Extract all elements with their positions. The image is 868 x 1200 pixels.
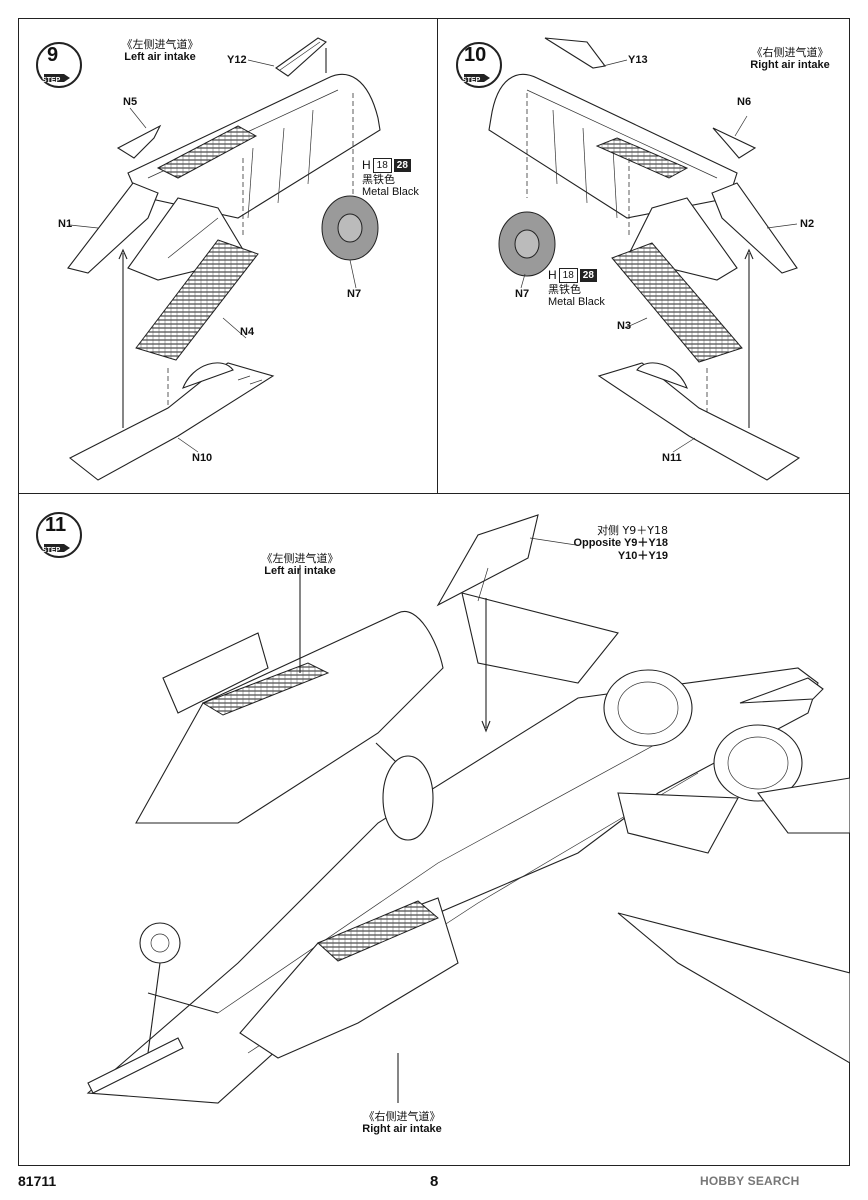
part-y12 (275, 37, 327, 77)
step-10-badge (456, 42, 502, 88)
step-9-paint-callout: H 18 28 黑铁色 Metal Black (362, 158, 419, 199)
aircraft-fuselage (86, 592, 850, 1104)
intake-body-right (488, 73, 738, 219)
part-y13 (544, 37, 606, 69)
step-11-drawing (86, 514, 850, 1104)
part-n11 (597, 362, 801, 481)
footer-product-code: 81711 (18, 1173, 57, 1189)
part-n6 (712, 127, 757, 159)
label-n3: N3 (617, 320, 632, 332)
step-11-word: STEP (42, 547, 61, 554)
label-n7: N7 (347, 288, 362, 300)
step-10-title-en: Right air intake (750, 59, 830, 71)
paint-name-en-right: Metal Black (548, 296, 605, 308)
step-10-drawing (488, 37, 801, 481)
step-10-title-cn: 《右侧进气道》 (751, 46, 829, 59)
part-n7-fan-right (498, 211, 556, 277)
paint-prefix: H (362, 158, 371, 172)
label-y13: Y13 (628, 54, 648, 66)
paint-code-2-right: 28 (579, 269, 597, 282)
step-11-opposite: 对侧 Y9＋Y18 Opposite Y9＋Y18 Y10＋Y19 (568, 524, 668, 563)
step-10-number: 10 (464, 44, 487, 66)
paint-code-row: H 18 28 (362, 158, 411, 173)
left-intake-assembly (135, 610, 444, 824)
step-11-opp-en: Opposite Y9＋Y18 (573, 537, 668, 549)
step-11-opp-parts: Y10＋Y19 (617, 550, 668, 562)
step-10-word: STEP (462, 77, 481, 84)
label-n6: N6 (737, 96, 752, 108)
paint-name-en: Metal Black (362, 186, 419, 198)
step-9-title: 《左侧进气道》 Left air intake (100, 38, 220, 64)
paint-code-1-right: 18 (558, 268, 578, 283)
paint-code-1: 18 (372, 158, 392, 173)
step-11-right-title: 《右侧进气道》 Right air intake (342, 1110, 462, 1136)
label-n7-right: N7 (515, 288, 530, 300)
label-n11: N11 (662, 452, 682, 464)
part-n3 (611, 242, 743, 363)
paint-code-2: 28 (393, 159, 411, 172)
footer-page-number: 8 (430, 1173, 439, 1190)
step-9-badge (36, 42, 82, 88)
step-9-title-en: Left air intake (124, 51, 196, 63)
footer-watermark: HOBBY SEARCH (700, 1174, 800, 1188)
step-11-opp-cn: 对侧 Y9＋Y18 (597, 524, 668, 537)
intake-body-left (127, 73, 381, 219)
step-11-right-cn: 《右侧进气道》 (363, 1110, 441, 1123)
step-11-left-cn: 《左侧进气道》 (261, 552, 339, 565)
part-n4 (135, 239, 259, 361)
paint-prefix-right: H (548, 268, 557, 282)
paint-code-row-right: H 18 28 (548, 268, 597, 283)
step-11-number: 11 (45, 514, 67, 536)
right-intake-assembly (239, 755, 459, 1059)
step-9-number: 9 (47, 44, 59, 66)
paint-name-cn: 黑铁色 (362, 173, 395, 186)
step-9-drawing (67, 37, 381, 481)
label-n4: N4 (240, 326, 255, 338)
step-11-badge (36, 512, 82, 558)
part-n5 (116, 124, 162, 159)
step-10-title: 《右侧进气道》 Right air intake (730, 46, 850, 72)
label-n10: N10 (192, 452, 213, 464)
part-n7-fan (321, 195, 379, 261)
label-n2: N2 (800, 218, 815, 230)
landing-gear (139, 922, 219, 1054)
step-9-word: STEP (42, 77, 61, 84)
step-11-right-en: Right air intake (362, 1123, 442, 1135)
label-n5: N5 (123, 96, 138, 108)
step-10-paint-callout: H 18 28 黑铁色 Metal Black (548, 268, 605, 309)
label-y12: Y12 (227, 54, 247, 66)
part-n10 (68, 362, 275, 481)
part-y9-y18 (436, 514, 539, 607)
label-n1: N1 (58, 218, 73, 230)
step-9-title-cn: 《左侧进气道》 (121, 38, 199, 51)
paint-name-cn-right: 黑铁色 (548, 283, 581, 296)
